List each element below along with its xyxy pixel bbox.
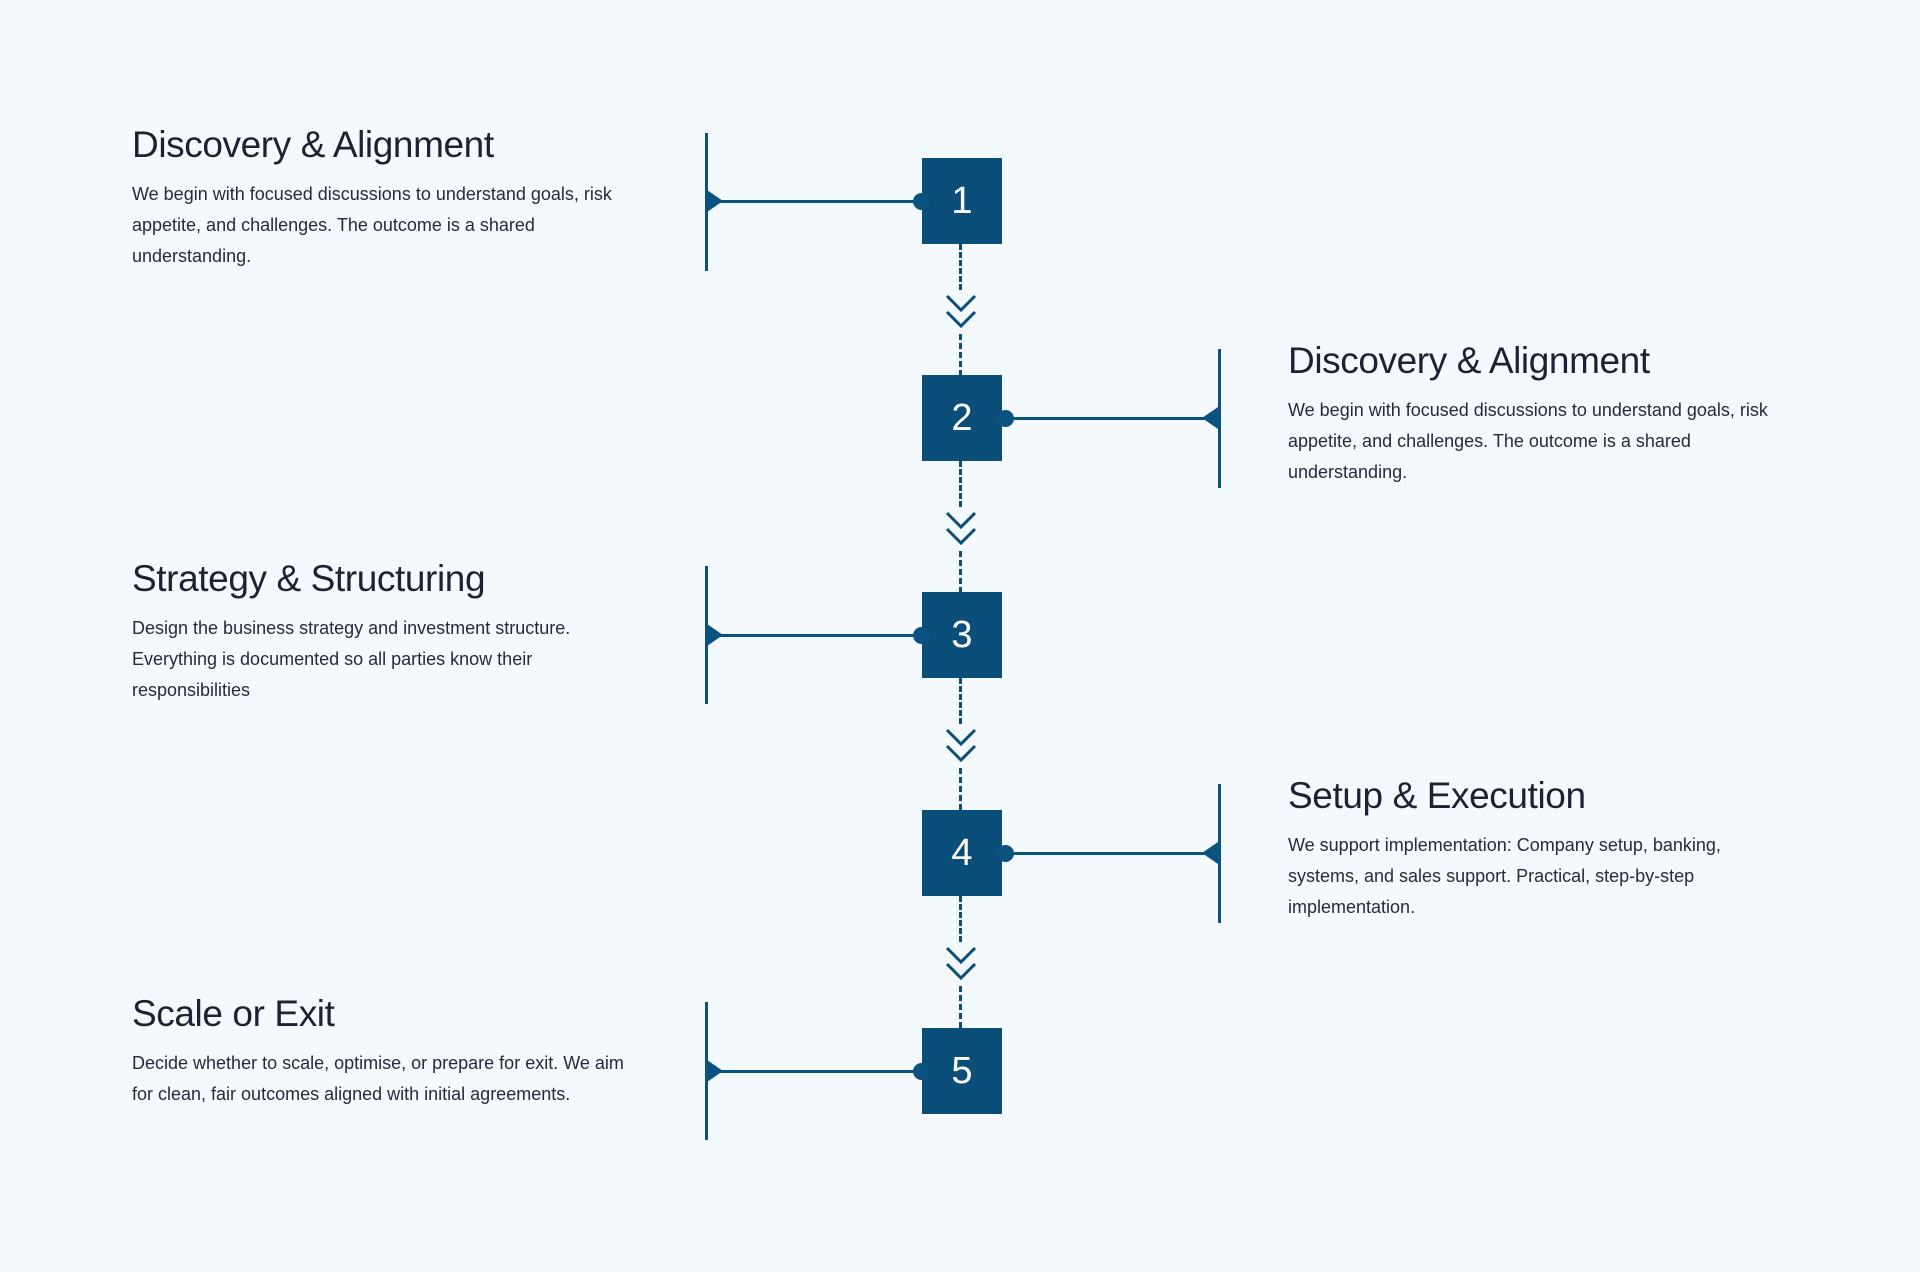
step-2-node[interactable]: 2 [922, 375, 1002, 461]
step-4-text-block: Setup & Execution We support implementat… [1288, 775, 1808, 923]
dashed-connector-4a [959, 896, 965, 942]
step-3-title: Strategy & Structuring [132, 558, 486, 599]
double-chevron-down-icon-4 [941, 942, 981, 984]
step-4-number: 4 [951, 832, 973, 874]
step-2-node-dot [997, 410, 1014, 427]
step-1-arrowhead-icon [707, 190, 723, 212]
step-2-guide-bar [1218, 349, 1221, 488]
step-1-description: We begin with focused discussions to und… [132, 184, 612, 267]
step-5-text-block: Scale or Exit Decide whether to scale, o… [132, 993, 652, 1110]
dashed-connector-4b [959, 986, 965, 1028]
step-1-number: 1 [951, 180, 973, 222]
step-4-node-dot [997, 845, 1014, 862]
step-3-description: Design the business strategy and investm… [132, 618, 571, 701]
step-2-branch-line [1008, 417, 1213, 420]
dashed-connector-2a [959, 461, 965, 507]
double-chevron-down-icon-1 [941, 290, 981, 332]
step-2-arrowhead-icon [1202, 407, 1218, 429]
step-2-description: We begin with focused discussions to und… [1288, 400, 1768, 483]
step-5-guide-bar [705, 1002, 708, 1140]
double-chevron-down-icon-3 [941, 724, 981, 766]
step-1-title: Discovery & Alignment [132, 124, 494, 165]
step-5-arrowhead-icon [707, 1060, 723, 1082]
step-4-description: We support implementation: Company setup… [1288, 835, 1721, 918]
step-1-guide-bar [705, 133, 708, 271]
step-4-arrowhead-icon [1202, 842, 1218, 864]
step-2-text-block: Discovery & Alignment We begin with focu… [1288, 340, 1808, 488]
step-3-branch-line [720, 634, 930, 637]
step-3-node[interactable]: 3 [922, 592, 1002, 678]
dashed-connector-3a [959, 678, 965, 724]
dashed-connector-1b [959, 334, 965, 376]
dashed-connector-2b [959, 551, 965, 593]
step-1-branch-line [720, 200, 930, 203]
dashed-connector-3b [959, 768, 965, 810]
dashed-connector-1a [959, 244, 965, 290]
step-5-title: Scale or Exit [132, 993, 335, 1034]
step-1-text-block: Discovery & Alignment We begin with focu… [132, 124, 652, 272]
step-4-guide-bar [1218, 784, 1221, 923]
step-3-guide-bar [705, 566, 708, 704]
step-1-node[interactable]: 1 [922, 158, 1002, 244]
step-4-node[interactable]: 4 [922, 810, 1002, 896]
step-2-title: Discovery & Alignment [1288, 340, 1650, 381]
step-5-node-dot [913, 1063, 930, 1080]
step-3-text-block: Strategy & Structuring Design the busine… [132, 558, 652, 706]
step-5-branch-line [720, 1070, 930, 1073]
double-chevron-down-icon-2 [941, 507, 981, 549]
step-5-node[interactable]: 5 [922, 1028, 1002, 1114]
step-5-number: 5 [951, 1050, 973, 1092]
step-3-node-dot [913, 627, 930, 644]
step-4-title: Setup & Execution [1288, 775, 1586, 816]
step-5-description: Decide whether to scale, optimise, or pr… [132, 1053, 624, 1105]
step-1-node-dot [913, 193, 930, 210]
step-3-number: 3 [951, 614, 973, 656]
step-2-number: 2 [951, 397, 973, 439]
step-3-arrowhead-icon [707, 624, 723, 646]
step-4-branch-line [1008, 852, 1213, 855]
